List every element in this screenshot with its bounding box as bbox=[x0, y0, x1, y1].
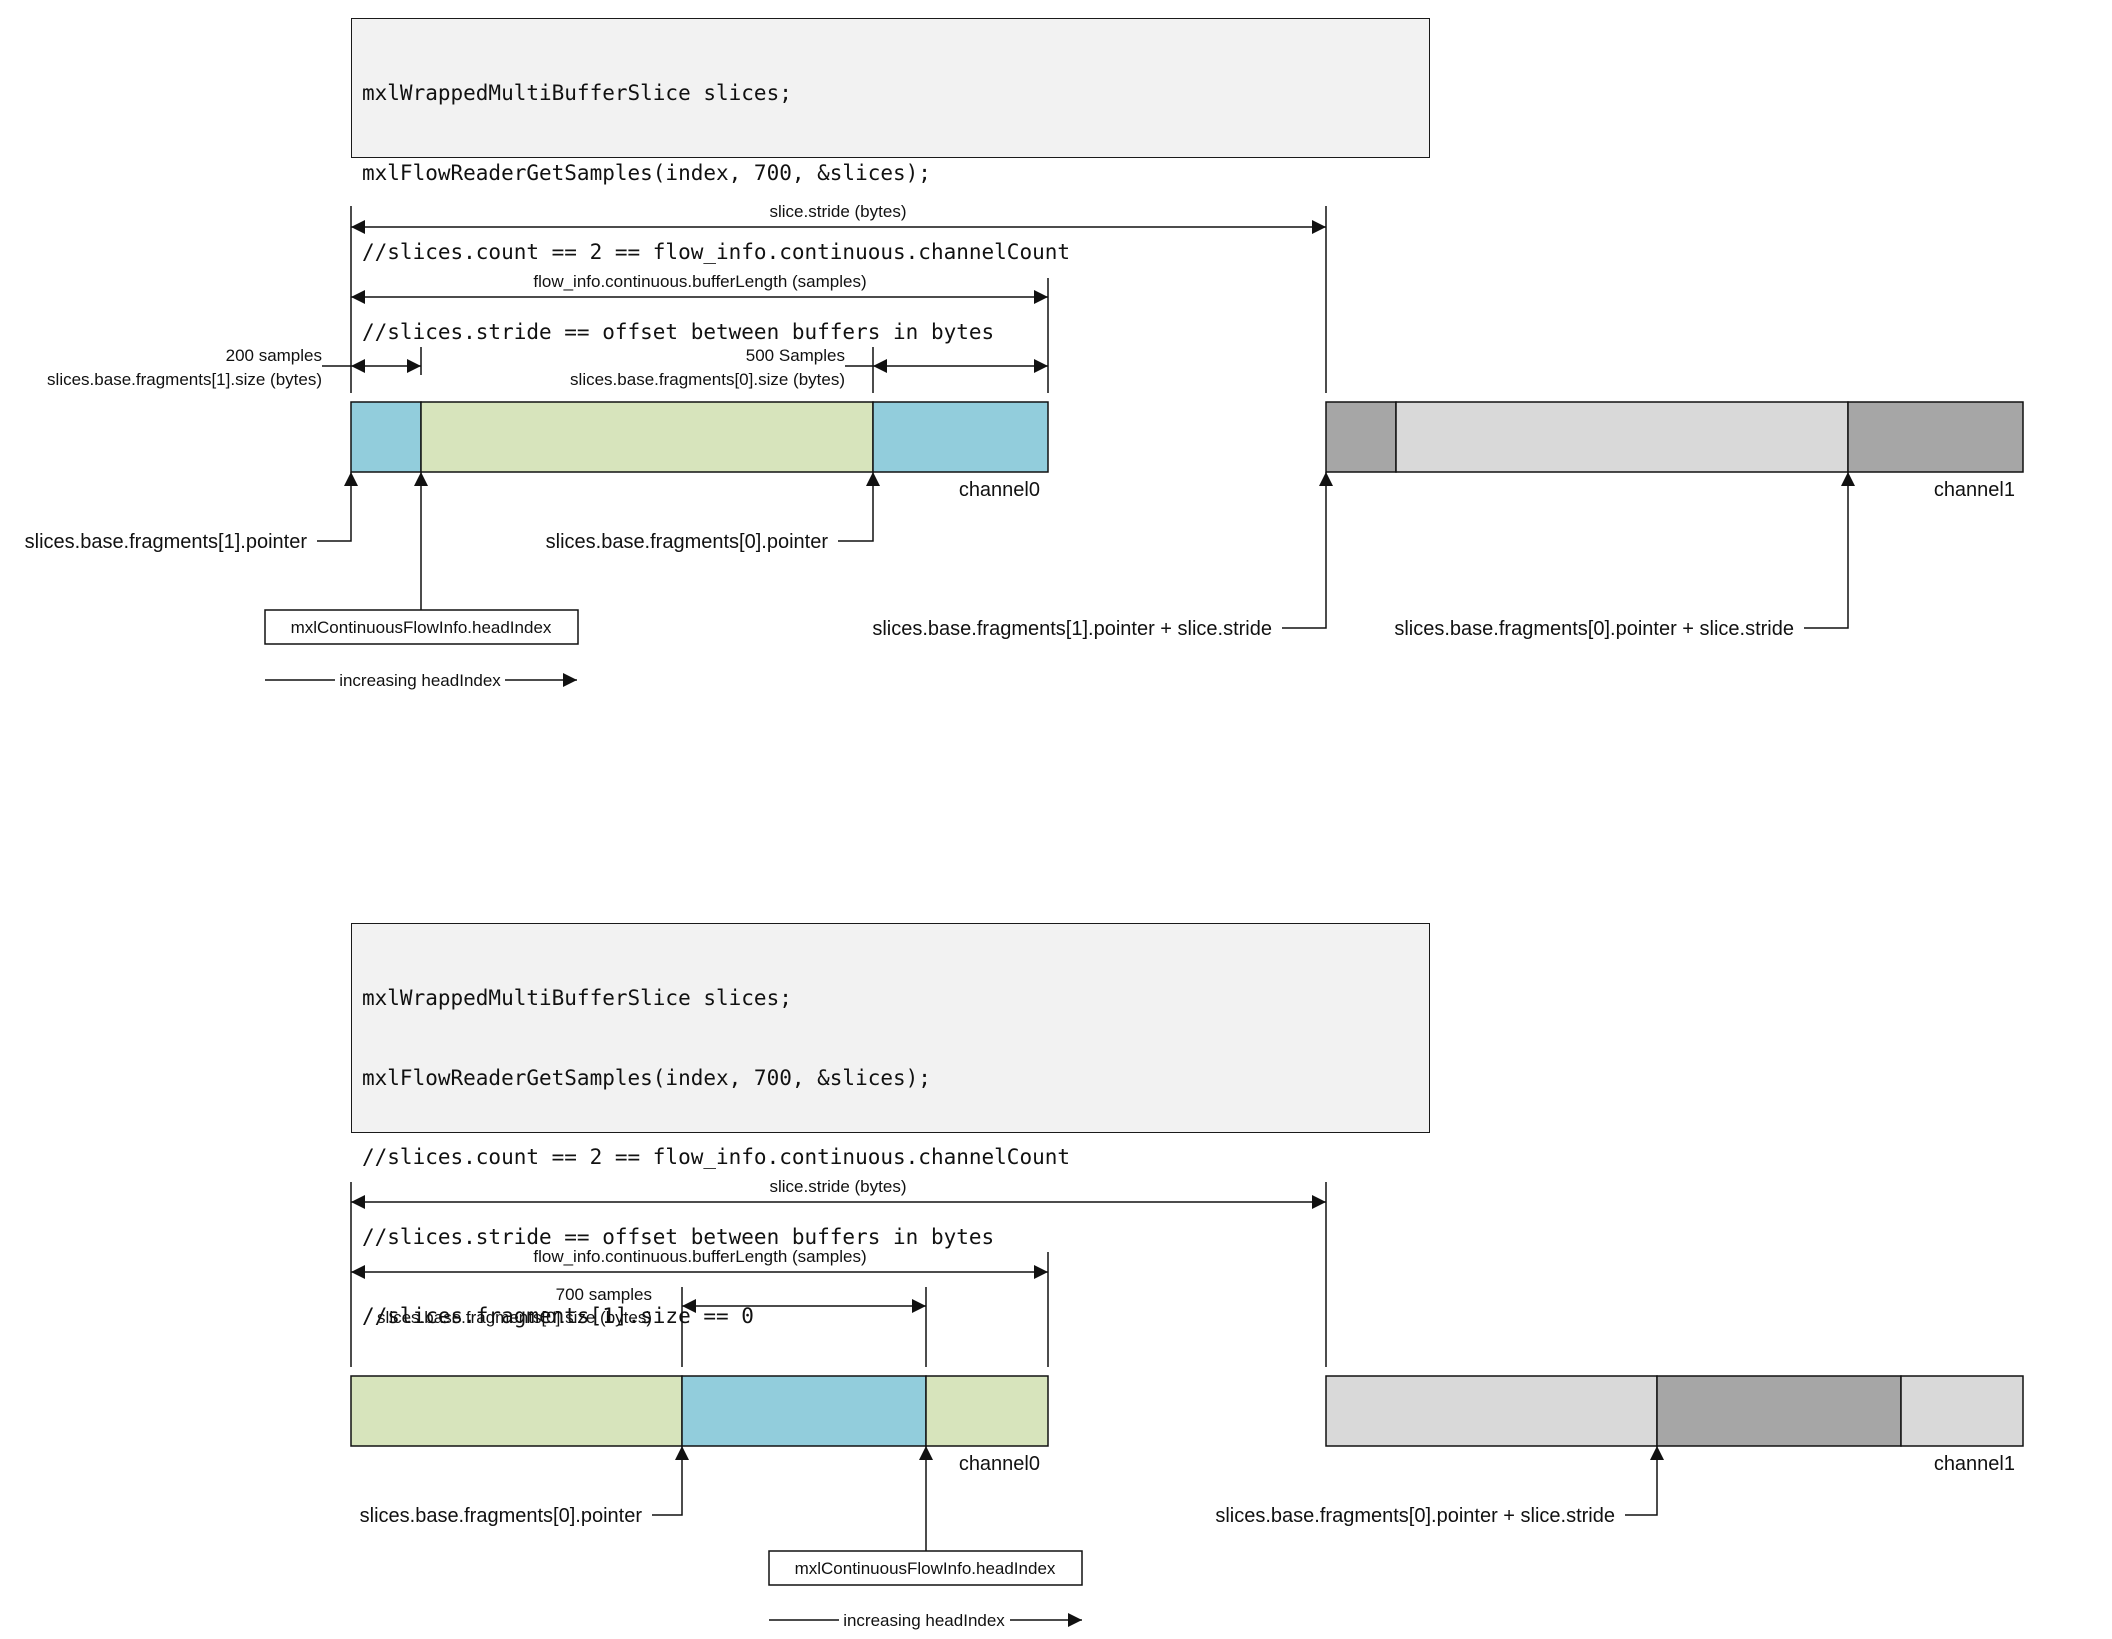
increasing-head-index-label: increasing headIndex bbox=[339, 671, 501, 690]
frag0-pointer-stride-label: slices.base.fragments[0].pointer + slice… bbox=[1394, 618, 1794, 640]
frag0-pointer-stride-arrow bbox=[1804, 472, 1855, 629]
frag0-pointer-label: slices.base.fragments[0].pointer bbox=[546, 531, 829, 553]
channel0-label: channel0 bbox=[959, 479, 1040, 501]
top-section bbox=[264, 206, 2024, 687]
top-labels: slice.stride (bytes) flow_info.continuou… bbox=[25, 202, 2015, 690]
frag0-pointer-arrow bbox=[652, 1446, 689, 1516]
channel1-label: channel1 bbox=[1934, 1453, 2015, 1475]
frag1-pointer-arrow bbox=[317, 472, 358, 542]
stride-label: slice.stride (bytes) bbox=[770, 1177, 907, 1196]
top-channel0-fragment1 bbox=[350, 401, 422, 473]
frag0-pointer-label: slices.base.fragments[0].pointer bbox=[360, 1505, 643, 1527]
code-line: mxlFlowReaderGetSamples(index, 700, &sli… bbox=[362, 1065, 931, 1090]
increasing-head-index-label: increasing headIndex bbox=[843, 1611, 1005, 1630]
top-channel1-fragment1 bbox=[1325, 401, 1397, 473]
buffer-length-label: flow_info.continuous.bufferLength (sampl… bbox=[533, 272, 866, 291]
top-channel0-fragment0 bbox=[872, 401, 1049, 473]
head-index-label: mxlContinuousFlowInfo.headIndex bbox=[795, 1559, 1056, 1578]
head-index-label: mxlContinuousFlowInfo.headIndex bbox=[291, 618, 552, 637]
frag0-size-label: slices.base.fragments[0].size (bytes) bbox=[570, 370, 845, 389]
bottom-channel0-fragment0 bbox=[681, 1375, 927, 1447]
frag1-size-label: slices.base.fragments[1].size (bytes) bbox=[47, 370, 322, 389]
code-line: //slices.count == 2 == flow_info.continu… bbox=[362, 240, 1071, 264]
frag0-pointer-arrow bbox=[838, 472, 880, 542]
frag1-pointer-label: slices.base.fragments[1].pointer bbox=[25, 531, 308, 553]
code-line: //slices.fragments[1].size == 0 bbox=[362, 1304, 754, 1328]
code-line: mxlWrappedMultiBufferSlice slices; bbox=[362, 81, 792, 105]
frag0-pointer-stride-label: slices.base.fragments[0].pointer + slice… bbox=[1215, 1505, 1615, 1527]
code-line: //slices.stride == offset between buffer… bbox=[362, 319, 995, 344]
bottom-section bbox=[350, 1182, 2024, 1627]
bottom-channel0-unread-right bbox=[925, 1375, 1049, 1447]
top-channel1-fragment0 bbox=[1847, 401, 2024, 473]
frag0-count-label: 700 samples bbox=[556, 1285, 652, 1304]
frag0-pointer-stride-arrow bbox=[1625, 1446, 1664, 1516]
frag0-size-label: slices.base.fragments[0].size (bytes) bbox=[377, 1308, 652, 1327]
channel0-label: channel0 bbox=[959, 1453, 1040, 1475]
frag1-pointer-stride-arrow bbox=[1282, 472, 1333, 629]
channel1-label: channel1 bbox=[1934, 479, 2015, 501]
code-line: //slices.count == 2 == flow_info.continu… bbox=[362, 1145, 1071, 1169]
bottom-channel1-unread-right bbox=[1900, 1375, 2024, 1447]
bottom-channel1-unread-left bbox=[1325, 1375, 1658, 1447]
bottom-channel1-fragment0 bbox=[1656, 1375, 1902, 1447]
head-index-box bbox=[264, 609, 579, 645]
code-line: mxlWrappedMultiBufferSlice slices; bbox=[362, 986, 792, 1010]
stride-label: slice.stride (bytes) bbox=[770, 202, 907, 221]
bottom-labels: slice.stride (bytes) flow_info.continuou… bbox=[360, 1177, 2015, 1630]
top-channel0-unread bbox=[420, 401, 874, 473]
code-line: //slices.stride == offset between buffer… bbox=[362, 1224, 995, 1249]
top-code-box: mxlWrappedMultiBufferSlice slices; mxlFl… bbox=[351, 18, 1430, 344]
frag1-count-label: 200 samples bbox=[226, 346, 322, 365]
buffer-length-label: flow_info.continuous.bufferLength (sampl… bbox=[533, 1247, 866, 1266]
bottom-channel0-unread-left bbox=[350, 1375, 683, 1447]
top-channel1-unread bbox=[1395, 401, 1849, 473]
code-line: mxlFlowReaderGetSamples(index, 700, &sli… bbox=[362, 160, 931, 185]
frag0-count-label: 500 Samples bbox=[746, 346, 845, 365]
head-index-box bbox=[768, 1550, 1083, 1586]
frag1-pointer-stride-label: slices.base.fragments[1].pointer + slice… bbox=[872, 618, 1272, 640]
